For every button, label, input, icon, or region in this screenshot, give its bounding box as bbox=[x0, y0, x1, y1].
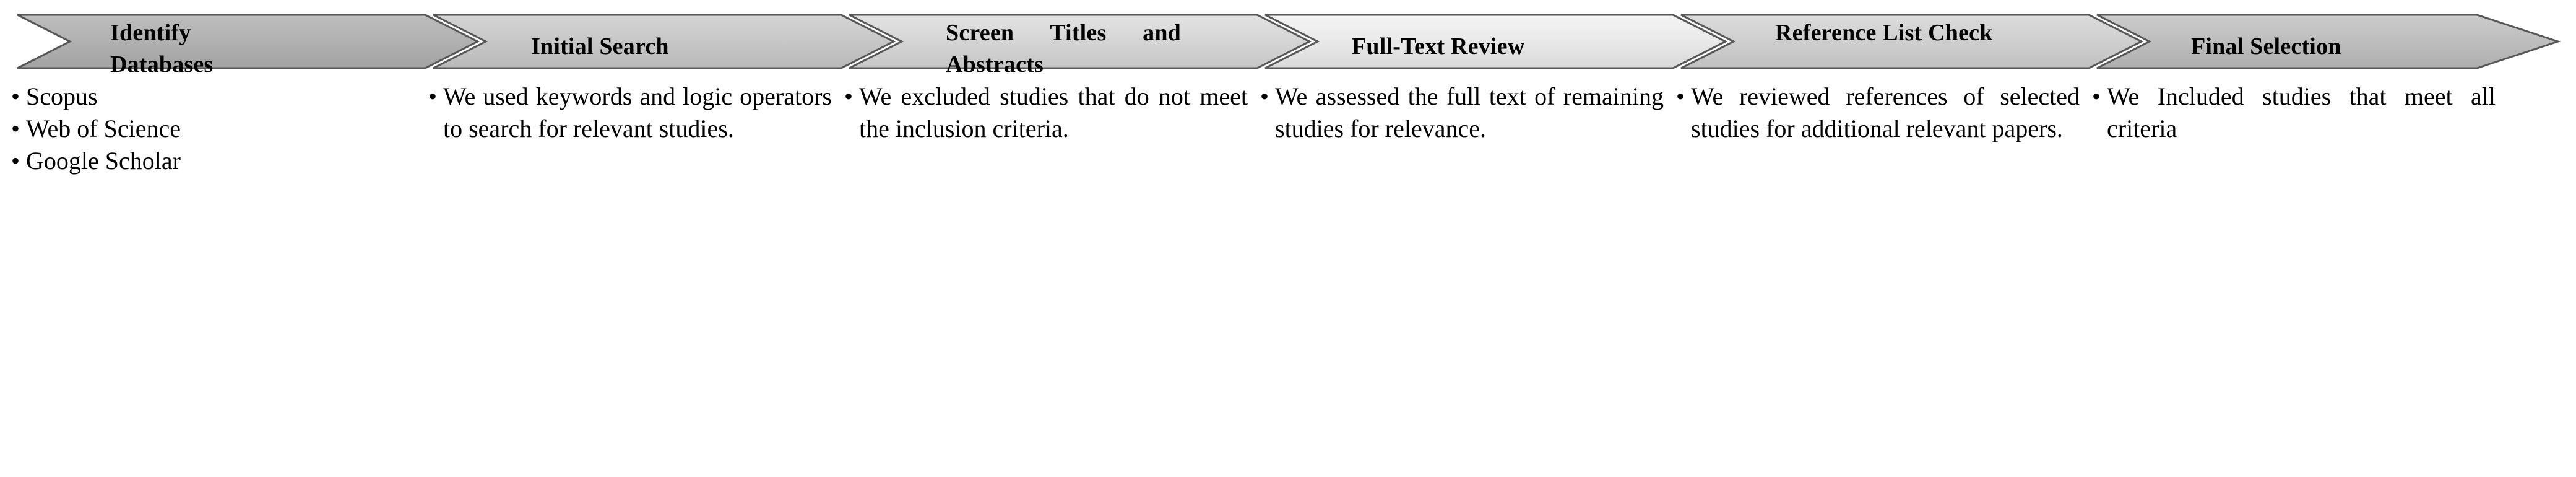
list-item: •We excluded studies that do not meet th… bbox=[843, 81, 1248, 145]
chevron-shape-4[interactable] bbox=[1264, 14, 1728, 69]
stage-bullets-5: •We reviewed references of selected stud… bbox=[1675, 81, 2080, 145]
list-item: •We used keywords and logic operators to… bbox=[427, 81, 832, 145]
chevron-shape-5[interactable] bbox=[1680, 14, 2144, 69]
chevron-shape-1[interactable] bbox=[17, 14, 480, 69]
list-item: •Scopus bbox=[10, 81, 406, 113]
bullet-dot-icon: • bbox=[428, 82, 438, 110]
bullet-dot-icon: • bbox=[11, 82, 20, 110]
list-item: •We reviewed references of selected stud… bbox=[1675, 81, 2080, 145]
process-chevron-band: Identify Databases Initial Search Screen… bbox=[0, 0, 2576, 82]
list-item-text: Google Scholar bbox=[26, 147, 181, 175]
chevron-shape-2[interactable] bbox=[433, 14, 896, 69]
list-item-text: We excluded studies that do not meet the… bbox=[859, 82, 1248, 142]
chevron-shape-6[interactable] bbox=[2096, 14, 2561, 69]
bullet-dot-icon: • bbox=[11, 115, 20, 142]
list-item: •Web of Science bbox=[10, 113, 406, 145]
list-item-text: We Included studies that meet all criter… bbox=[2107, 82, 2496, 142]
stage-description-row: •Scopus •Web of Science •Google Scholar … bbox=[0, 81, 2576, 477]
list-item-text: We assessed the full text of remaining s… bbox=[1275, 82, 1664, 142]
stage-bullets-2: •We used keywords and logic operators to… bbox=[427, 81, 832, 145]
stage-bullets-4: •We assessed the full text of remaining … bbox=[1259, 81, 1664, 145]
list-item: •We assessed the full text of remaining … bbox=[1259, 81, 1664, 145]
list-item-text: We used keywords and logic operators to … bbox=[443, 82, 832, 142]
list-item-text: Web of Science bbox=[26, 115, 181, 142]
bullet-dot-icon: • bbox=[11, 147, 20, 175]
list-item-text: We reviewed references of selected studi… bbox=[1691, 82, 2080, 142]
bullet-dot-icon: • bbox=[1260, 82, 1269, 110]
bullet-dot-icon: • bbox=[2092, 82, 2101, 110]
chevron-shape-3[interactable] bbox=[849, 14, 1312, 69]
list-item-text: Scopus bbox=[26, 82, 98, 110]
bullet-dot-icon: • bbox=[844, 82, 854, 110]
chevron-shapes bbox=[17, 14, 2561, 69]
list-item: •We Included studies that meet all crite… bbox=[2091, 81, 2496, 145]
bullet-dot-icon: • bbox=[1676, 82, 1685, 110]
stage-bullets-3: •We excluded studies that do not meet th… bbox=[843, 81, 1248, 145]
list-item: •Google Scholar bbox=[10, 145, 406, 177]
stage-bullets-6: •We Included studies that meet all crite… bbox=[2091, 81, 2496, 145]
stage-bullets-1: •Scopus •Web of Science •Google Scholar bbox=[10, 81, 406, 177]
